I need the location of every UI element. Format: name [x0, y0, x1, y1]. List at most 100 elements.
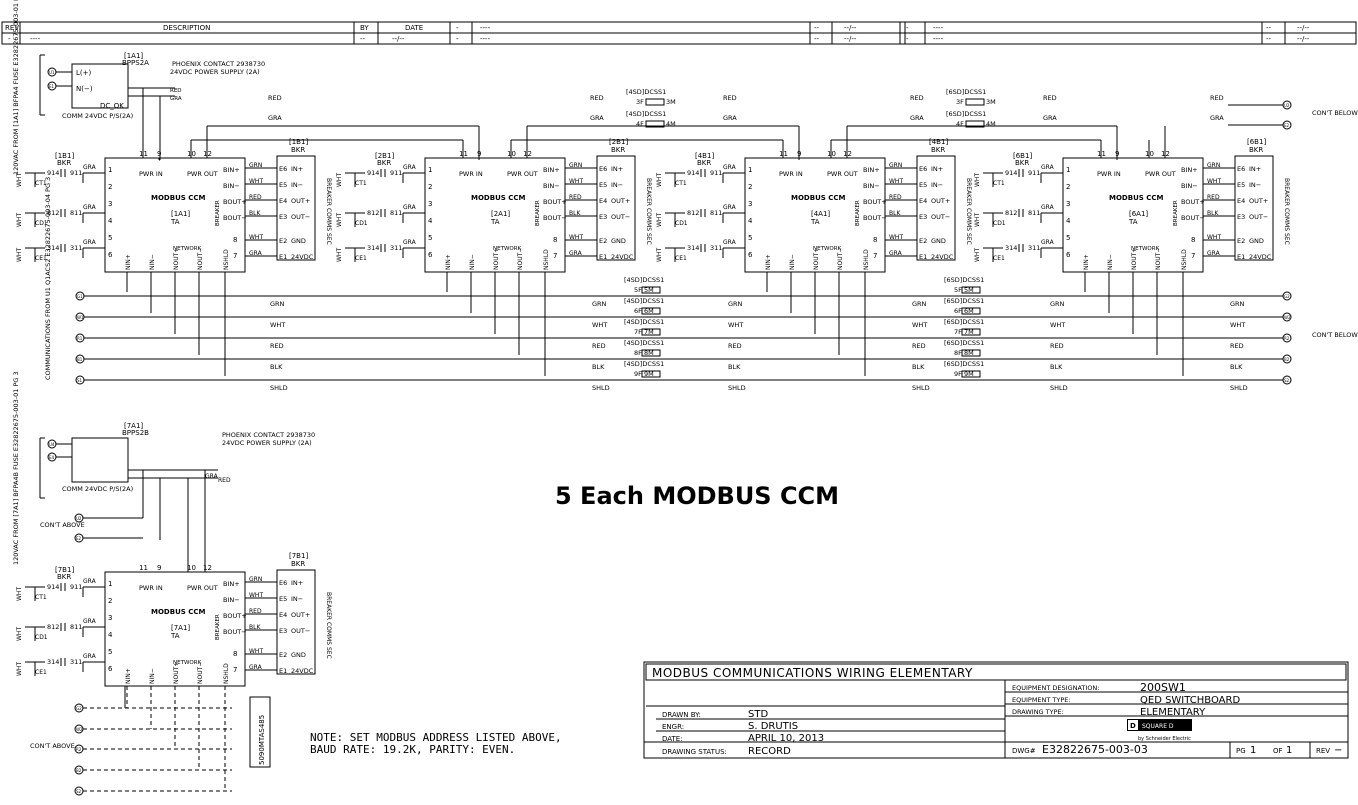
jumper	[965, 98, 985, 106]
pin: 6	[108, 665, 113, 673]
bkr-term: E3	[279, 627, 287, 635]
bkr-box	[276, 569, 316, 675]
bus-color-label: WHT	[912, 321, 927, 329]
pin: 8	[553, 236, 557, 244]
pin: 8	[873, 236, 877, 244]
bus-color-label: SHLD	[592, 384, 610, 392]
of-label: OF	[1273, 747, 1283, 755]
wire-label: BLK	[889, 210, 901, 217]
ccm-id: [1A1]	[171, 210, 190, 218]
wire-label: RED	[1210, 94, 1224, 102]
jumper	[641, 286, 661, 294]
jumper	[641, 307, 661, 315]
pin: 7	[1191, 252, 1195, 260]
pin: BOUT+	[223, 198, 247, 206]
contact-num: 911	[70, 583, 82, 591]
wire-label: WHT	[1207, 178, 1221, 185]
pin: NIN+	[445, 254, 452, 270]
rev-value: -	[8, 35, 11, 43]
bkr-term: E5	[1237, 181, 1245, 189]
terminal-label: G2	[1284, 294, 1290, 299]
pin: NOUT+	[1131, 248, 1138, 270]
wire-label: RED	[249, 194, 262, 201]
bkr-pin: GND	[291, 237, 306, 245]
contact-num: 314	[687, 244, 699, 252]
pin: BOUT−	[223, 214, 247, 222]
bkr-term: E6	[279, 579, 287, 587]
wire-label: WHT	[656, 173, 663, 187]
engr: S. DRUTIS	[748, 721, 798, 732]
bkr-pin: IN+	[931, 165, 943, 173]
term-u1: U1	[49, 70, 55, 75]
bus-color-label: BLK	[728, 363, 741, 371]
jumper	[645, 120, 665, 128]
pin: NSHLD	[223, 249, 230, 270]
logo-sub: by Schneider Electric	[1138, 736, 1191, 742]
bkr-box	[1234, 155, 1274, 261]
pin: NSHLD	[863, 249, 870, 270]
pwr-in: PWR IN	[139, 584, 163, 592]
wire-label: GRA	[403, 239, 417, 246]
pin: BOUT−	[543, 214, 567, 222]
contact-bkr-id: [6B1]	[1013, 152, 1032, 160]
dcss-group: [4SD]DCSS1	[626, 88, 666, 96]
contact-num: 812	[687, 209, 699, 217]
dcss-pin: 4M	[666, 120, 676, 128]
contact-num: 314	[367, 244, 379, 252]
pin: 10	[187, 564, 196, 572]
wire-label: GRA	[268, 114, 282, 122]
pin: 11	[139, 564, 148, 572]
wire-label: GRA	[205, 473, 219, 480]
engr-label: ENGR:	[662, 723, 684, 731]
contact-tag: CD1	[355, 220, 368, 227]
wire-label: GRA	[590, 114, 604, 122]
terminal-label: B1	[77, 357, 83, 362]
wire-label: WHT	[16, 173, 23, 187]
pin: BOUT+	[543, 198, 567, 206]
desc-cell: ----	[480, 24, 491, 32]
contact-num: 311	[1028, 244, 1040, 252]
cont-above-1: CON'T ABOVE	[40, 521, 85, 529]
bus-color-label: GRN	[728, 300, 743, 308]
terminal	[1282, 100, 1292, 110]
bkr-id: [1B1]	[289, 138, 308, 146]
date-cell: --/--	[844, 35, 857, 43]
bkr-term: E1	[599, 253, 607, 261]
bkr-term: E2	[1237, 237, 1245, 245]
pin: 2	[1066, 183, 1070, 191]
by-cell: --	[1266, 24, 1272, 32]
pin: 7	[553, 252, 557, 260]
terminal-label: B2	[1284, 357, 1290, 362]
comms-source-label: COMMUNICATIONS FROM U1 Q1ACS2 E32822675-…	[44, 177, 52, 380]
pin: 4	[1066, 217, 1071, 225]
bkr-pin: IN+	[611, 165, 623, 173]
bottom-psu-spec: 24VDC POWER SUPPLY (2A)	[222, 439, 312, 447]
pin: BOUT+	[1181, 198, 1205, 206]
pin: 4	[748, 217, 753, 225]
pin: NIN−	[149, 254, 156, 270]
dcss-group: [4SD]DCSS1	[624, 339, 664, 347]
bkr-term: E3	[919, 213, 927, 221]
wire-label: WHT	[569, 234, 583, 241]
wire-label: GRA	[723, 239, 737, 246]
pg-label: PG	[1236, 747, 1246, 755]
terminal-label: U2	[1284, 103, 1290, 108]
pin: 12	[203, 564, 212, 572]
contact-tag: CD1	[993, 220, 1006, 227]
terminal	[1282, 291, 1292, 301]
contact-num: 311	[710, 244, 722, 252]
bus-color-label: GRN	[270, 300, 285, 308]
date-label: DATE:	[662, 735, 683, 743]
bkr-term: E4	[919, 197, 927, 205]
bkr-id: [7B1]	[289, 552, 308, 560]
psu-tag: BPPS2A	[122, 59, 149, 67]
wire-label: GRA	[83, 204, 97, 211]
network-label: NETWORK	[813, 246, 842, 252]
drawn-by-label: DRAWN BY:	[662, 711, 701, 719]
wire-label: WHT	[974, 248, 981, 262]
bkr-pin: OUT−	[1249, 213, 1268, 221]
wire-label: WHT	[249, 178, 263, 185]
bkr-pin: OUT−	[291, 213, 310, 221]
dcss-pins: 9F 9M	[954, 370, 974, 378]
